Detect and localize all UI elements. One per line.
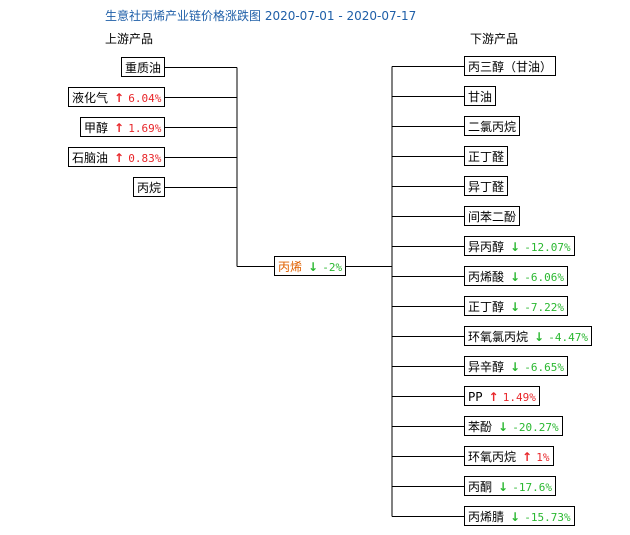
downstream-node-change: -20.27% [512, 421, 559, 434]
arrow-up-icon: ↑ [488, 390, 503, 404]
downstream-node[interactable]: 异丁醛 [464, 176, 509, 196]
arrow-down-icon: ↓ [510, 300, 525, 314]
downstream-node-change: 1.49% [502, 391, 536, 404]
downstream-node[interactable]: 丙酮 ↓ -17.6% [464, 476, 556, 496]
downstream-node[interactable]: 异辛醇 ↓ -6.65% [464, 356, 568, 376]
arrow-up-icon: ↑ [114, 151, 129, 165]
arrow-down-icon: ↓ [510, 270, 525, 284]
upstream-node-name: 石脑油 [72, 151, 109, 165]
downstream-node[interactable]: 环氧丙烷 ↑ 1% [464, 446, 554, 466]
upstream-node-name: 液化气 [72, 91, 109, 105]
downstream-node-name: 苯酚 [468, 420, 493, 434]
arrow-down-icon: ↓ [498, 420, 513, 434]
arrow-down-icon: ↓ [510, 240, 525, 254]
downstream-node-change: -7.22% [524, 301, 564, 314]
upstream-node-change: 6.04% [128, 92, 162, 105]
downstream-node-change: -15.73% [524, 511, 571, 524]
downstream-node[interactable]: 异丙醇 ↓ -12.07% [464, 236, 575, 256]
arrow-up-icon: ↑ [114, 91, 129, 105]
arrow-down-icon: ↓ [510, 360, 525, 374]
upstream-node-change: 1.69% [128, 122, 162, 135]
center-node-change: -2% [322, 261, 343, 274]
diagram-title: 生意社丙烯产业链价格涨跌图 2020-07-01 - 2020-07-17 [105, 9, 417, 23]
upstream-node[interactable]: 石脑油 ↑ 0.83% [68, 147, 166, 167]
downstream-node[interactable]: 二氯丙烷 [464, 116, 521, 136]
downstream-node-name: 异辛醇 [468, 360, 505, 374]
downstream-node[interactable]: 甘油 [464, 86, 497, 106]
downstream-node[interactable]: 丙三醇（甘油） [464, 56, 557, 76]
downstream-node-change: -4.47% [548, 331, 588, 344]
downstream-node-name: 间苯二酚 [468, 210, 517, 224]
upstream-node-name: 丙烷 [137, 181, 162, 195]
downstream-header: 下游产品 [470, 32, 519, 46]
downstream-node-name: 环氧氯丙烷 [468, 330, 529, 344]
downstream-node[interactable]: 环氧氯丙烷 ↓ -4.47% [464, 326, 592, 346]
downstream-node-name: PP [468, 390, 483, 404]
upstream-node[interactable]: 甲醇 ↑ 1.69% [80, 117, 166, 137]
downstream-node-change: -6.06% [524, 271, 564, 284]
downstream-node-name: 正丁醛 [468, 150, 505, 164]
arrow-up-icon: ↑ [114, 121, 129, 135]
downstream-node-name: 正丁醇 [468, 300, 505, 314]
downstream-node-change: -12.07% [524, 241, 571, 254]
downstream-node-change: -17.6% [512, 481, 552, 494]
arrow-down-icon: ↓ [498, 480, 513, 494]
center-node[interactable]: 丙烯 ↓ -2% [274, 256, 347, 276]
downstream-node-name: 异丙醇 [468, 240, 505, 254]
downstream-node[interactable]: 间苯二酚 [464, 206, 521, 226]
upstream-node-name: 重质油 [125, 61, 162, 75]
downstream-node-change: -6.65% [524, 361, 564, 374]
center-node-name: 丙烯 [278, 260, 303, 274]
upstream-node-change: 0.83% [128, 152, 162, 165]
downstream-node-name: 丙三醇（甘油） [468, 60, 553, 74]
downstream-node[interactable]: 正丁醇 ↓ -7.22% [464, 296, 568, 316]
downstream-node-change: 1% [536, 451, 550, 464]
downstream-node-name: 丙酮 [468, 480, 493, 494]
downstream-node-name: 丙烯酸 [468, 270, 505, 284]
downstream-node-name: 环氧丙烷 [468, 450, 517, 464]
arrow-down-icon: ↓ [534, 330, 549, 344]
upstream-node[interactable]: 丙烷 [133, 177, 166, 197]
upstream-header: 上游产品 [105, 32, 154, 46]
downstream-node-name: 丙烯腈 [468, 510, 505, 524]
arrow-down-icon: ↓ [308, 260, 323, 274]
downstream-node[interactable]: PP ↑ 1.49% [464, 386, 540, 406]
downstream-node-name: 异丁醛 [468, 180, 505, 194]
arrow-down-icon: ↓ [510, 510, 525, 524]
upstream-node-name: 甲醇 [84, 121, 109, 135]
downstream-node-name: 二氯丙烷 [468, 120, 517, 134]
downstream-node[interactable]: 丙烯腈 ↓ -15.73% [464, 506, 575, 526]
arrow-up-icon: ↑ [522, 450, 537, 464]
downstream-node[interactable]: 苯酚 ↓ -20.27% [464, 416, 563, 436]
upstream-node[interactable]: 重质油 [121, 57, 166, 77]
downstream-node[interactable]: 正丁醛 [464, 146, 509, 166]
downstream-node-name: 甘油 [468, 90, 493, 104]
downstream-node[interactable]: 丙烯酸 ↓ -6.06% [464, 266, 568, 286]
upstream-node[interactable]: 液化气 ↑ 6.04% [68, 87, 166, 107]
